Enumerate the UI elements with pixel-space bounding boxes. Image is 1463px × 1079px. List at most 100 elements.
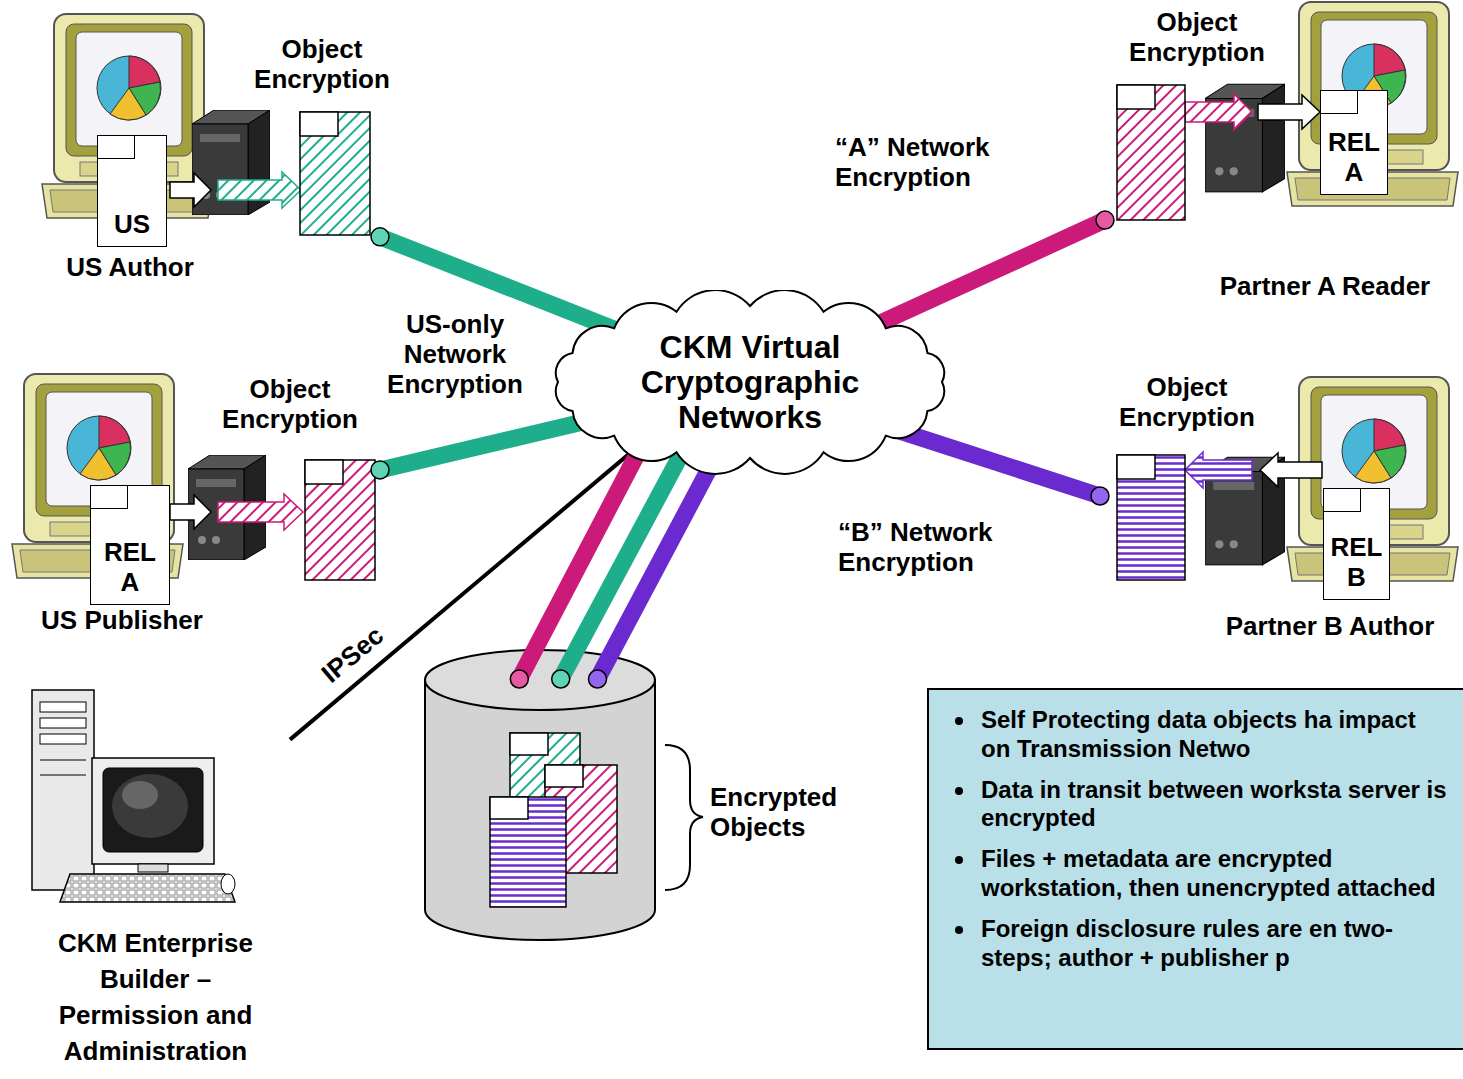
notes-box: Self Protecting data objects ha impact o… bbox=[927, 688, 1463, 1050]
bullet-text: Foreign disclosure rules are en two-step… bbox=[981, 915, 1450, 973]
bullet-item: Data in transit between worksta server i… bbox=[951, 776, 1450, 834]
text-slot: US Publisher bbox=[22, 606, 222, 636]
document-box: REL A bbox=[90, 485, 170, 605]
server-workstation bbox=[138, 864, 168, 872]
server-workstation bbox=[32, 690, 94, 890]
bracket bbox=[665, 745, 703, 890]
server-workstation bbox=[103, 768, 203, 852]
us-author-station bbox=[300, 112, 370, 235]
us-publisher-station bbox=[218, 494, 303, 530]
network-label: Object Encryption bbox=[1107, 8, 1287, 68]
label-slot: Object Encryption bbox=[1097, 373, 1277, 433]
network-label: “B” Network Encryption bbox=[838, 518, 1038, 578]
document-box: REL B bbox=[1323, 488, 1390, 600]
partner-a-station bbox=[1205, 84, 1285, 192]
node-label: CKM Enterprise Builder – Permission and … bbox=[28, 925, 283, 1069]
us-publisher-station bbox=[170, 495, 211, 529]
station-name: Partner A Reader bbox=[1195, 272, 1455, 302]
document-label: US bbox=[114, 210, 150, 240]
admin-server: CKM Enterprise Builder – Permission and … bbox=[20, 685, 290, 1075]
pipe-end bbox=[371, 461, 389, 479]
document-label: REL A bbox=[1324, 128, 1384, 188]
text-slot: US Author bbox=[40, 253, 220, 283]
label-slot: US-only Network Encryption bbox=[365, 310, 545, 400]
server-workstation bbox=[40, 702, 86, 712]
document-tab bbox=[1320, 90, 1358, 114]
pipe-end bbox=[1096, 211, 1114, 229]
database-cylinder bbox=[425, 680, 655, 940]
text-slot: Partner A Reader bbox=[1195, 272, 1455, 302]
server-workstation bbox=[60, 874, 235, 902]
station-name: US Author bbox=[40, 253, 220, 283]
cloud-outline bbox=[556, 290, 944, 474]
text-slot: Encrypted Objects bbox=[710, 783, 880, 843]
partner-a-station bbox=[1185, 94, 1252, 130]
partner-b-station bbox=[1185, 452, 1252, 488]
station-name: US Publisher bbox=[22, 606, 222, 636]
station-name: Partner B Author bbox=[1200, 612, 1460, 642]
network-label: Object Encryption bbox=[232, 35, 412, 95]
server-workstation bbox=[122, 781, 158, 809]
partner-b-station bbox=[1260, 453, 1322, 487]
network-label: “A” Network Encryption bbox=[835, 133, 1035, 193]
bullet-text: Data in transit between worksta server i… bbox=[981, 776, 1450, 834]
bullet-item: Files + metadata are encrypted workstati… bbox=[951, 845, 1450, 903]
bullet-item: Foreign disclosure rules are en two-step… bbox=[951, 915, 1450, 973]
label-slot: “B” Network Encryption bbox=[838, 518, 1038, 578]
partner-a-station bbox=[1287, 2, 1458, 206]
network-link bbox=[290, 438, 648, 740]
document-box: REL A bbox=[1320, 90, 1388, 195]
encrypted-pipe bbox=[598, 447, 721, 679]
database-cylinder bbox=[510, 733, 548, 755]
database-cylinder bbox=[490, 797, 528, 819]
bullet-item: Self Protecting data objects ha impact o… bbox=[951, 706, 1450, 764]
database-cylinder bbox=[490, 797, 566, 907]
document-tab bbox=[97, 135, 135, 159]
document-label: REL B bbox=[1327, 533, 1386, 593]
database-cylinder bbox=[425, 650, 655, 940]
encrypted-pipe bbox=[887, 427, 1109, 505]
partner-a-station bbox=[1258, 95, 1320, 129]
document-box: US bbox=[97, 135, 167, 247]
pipe-end bbox=[510, 670, 528, 688]
server-workstation bbox=[40, 775, 86, 776]
label-slot: Object Encryption bbox=[232, 35, 412, 95]
bullet-dot bbox=[955, 856, 963, 864]
server-workstation bbox=[40, 718, 86, 728]
us-publisher-station bbox=[305, 460, 375, 580]
network-label: US-only Network Encryption bbox=[365, 310, 545, 400]
bullet-dot bbox=[955, 717, 963, 725]
encrypted-pipe bbox=[866, 211, 1114, 330]
database-cylinder bbox=[545, 765, 583, 787]
bullet-text: Files + metadata are encrypted workstati… bbox=[981, 845, 1450, 903]
encrypted-pipe bbox=[887, 427, 1100, 496]
partner-a-station bbox=[1117, 85, 1155, 109]
document-label: REL A bbox=[94, 538, 166, 598]
bullet-dot bbox=[955, 926, 963, 934]
us-author-station bbox=[218, 172, 301, 208]
label-slot: “A” Network Encryption bbox=[835, 133, 1035, 193]
pipe-end bbox=[1091, 487, 1109, 505]
encrypted-pipe bbox=[380, 419, 597, 470]
server-workstation bbox=[112, 774, 188, 838]
pipe-end bbox=[552, 670, 570, 688]
edge-label: IPSec bbox=[315, 619, 391, 690]
network-label: Object Encryption bbox=[200, 375, 380, 435]
encrypted-pipe bbox=[371, 419, 597, 479]
partner-a-station bbox=[1117, 85, 1185, 220]
us-author-station bbox=[300, 112, 338, 136]
network-link bbox=[290, 438, 648, 740]
pipe-end bbox=[589, 670, 607, 688]
partner-b-station bbox=[1117, 455, 1155, 479]
text-slot: CKM Enterprise Builder – Permission and … bbox=[28, 925, 283, 1069]
network-cloud: CKM Virtual Cryptographic Networks bbox=[540, 290, 960, 475]
pipe-end bbox=[371, 228, 389, 246]
object-store: Encrypted Objects bbox=[425, 650, 655, 940]
bullet-text: Self Protecting data objects ha impact o… bbox=[981, 706, 1450, 764]
server-workstation bbox=[32, 690, 235, 902]
text-slot: Partner B Author bbox=[1200, 612, 1460, 642]
cloud-label: CKM Virtual Cryptographic Networks bbox=[610, 330, 890, 436]
server-workstation bbox=[40, 734, 86, 744]
node-label: Encrypted Objects bbox=[710, 783, 880, 843]
partner-b-station bbox=[1117, 455, 1185, 580]
